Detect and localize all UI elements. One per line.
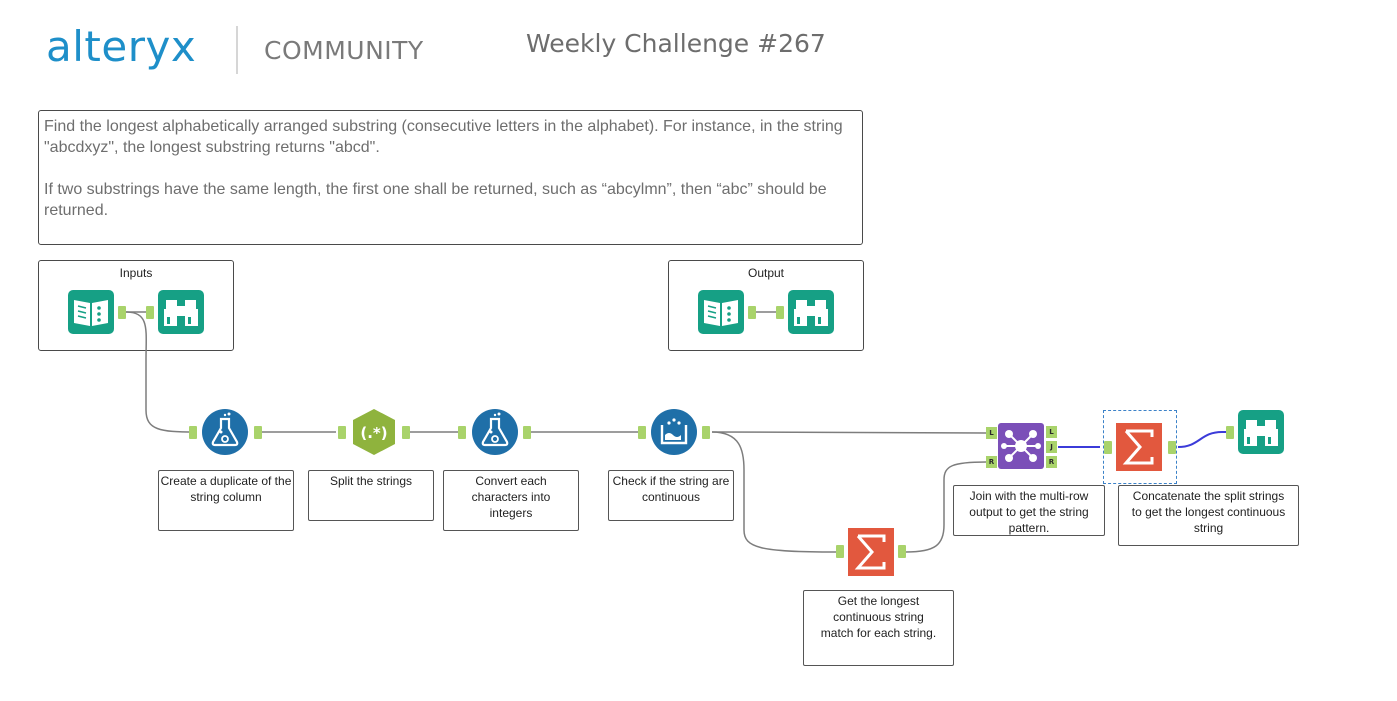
description-box: Find the longest alphabetically arranged…	[38, 110, 863, 245]
input-anchor[interactable]	[836, 545, 844, 558]
join-network-icon	[998, 423, 1044, 469]
output-anchor[interactable]	[118, 306, 126, 319]
input-anchor[interactable]	[638, 426, 646, 439]
multi-row-formula-tool[interactable]	[651, 409, 697, 455]
sigma-icon	[1116, 423, 1162, 471]
output-anchor[interactable]	[898, 545, 906, 558]
binoculars-icon	[788, 290, 834, 334]
output-anchor[interactable]	[523, 426, 531, 439]
regex-tool-split[interactable]: (.*)	[351, 408, 397, 456]
sigma-icon	[848, 528, 894, 576]
browse-tool-final[interactable]	[1238, 410, 1284, 454]
comment-convert[interactable]: Convert each characters into integers	[443, 470, 579, 531]
input-anchor[interactable]	[189, 426, 197, 439]
alteryx-logo: alteryx	[46, 22, 197, 71]
description-paragraph-2: If two substrings have the same length, …	[44, 181, 827, 219]
inputs-container[interactable]: Inputs	[38, 260, 234, 351]
logo-divider	[236, 26, 238, 74]
comment-longest[interactable]: Get the longest continuous string match …	[803, 590, 954, 666]
comment-join[interactable]: Join with the multi-row output to get th…	[953, 485, 1105, 536]
join-left-input-anchor[interactable]: L	[986, 427, 997, 439]
input-anchor[interactable]	[146, 306, 154, 319]
comment-concat[interactable]: Concatenate the split strings to get the…	[1118, 485, 1299, 546]
svg-text:(.*): (.*)	[360, 424, 387, 442]
output-anchor[interactable]	[402, 426, 410, 439]
input-data-tool[interactable]	[68, 290, 114, 334]
input-anchor[interactable]	[458, 426, 466, 439]
input-anchor[interactable]	[1226, 426, 1234, 439]
flask-icon	[472, 409, 518, 455]
wire-summarize-to-browse-selected	[1177, 431, 1228, 448]
output-container-title: Output	[747, 266, 785, 280]
book-icon	[68, 290, 114, 334]
multi-row-formula-icon	[651, 409, 697, 455]
community-label: COMMUNITY	[264, 36, 424, 65]
join-tool[interactable]	[998, 423, 1044, 469]
binoculars-icon	[158, 290, 204, 334]
inputs-container-title: Inputs	[119, 266, 153, 280]
wire-input-to-formula	[125, 311, 196, 433]
comment-duplicate[interactable]: Create a duplicate of the string column	[158, 470, 294, 531]
comment-split[interactable]: Split the strings	[308, 470, 434, 521]
input-anchor[interactable]	[776, 306, 784, 319]
formula-tool-convert[interactable]	[472, 409, 518, 455]
page-title: Weekly Challenge #267	[526, 29, 826, 58]
browse-tool-output[interactable]	[788, 290, 834, 334]
flask-icon	[202, 409, 248, 455]
summarize-tool-longest[interactable]	[848, 528, 894, 576]
description-paragraph-1: Find the longest alphabetically arranged…	[44, 118, 843, 156]
formula-tool-duplicate[interactable]	[202, 409, 248, 455]
output-container[interactable]: Output	[668, 260, 864, 351]
summarize-tool-concat[interactable]	[1116, 423, 1162, 471]
regex-icon: (.*)	[353, 409, 395, 455]
wire-multirow-to-summarize	[711, 431, 837, 553]
wire-summarize-to-join	[905, 461, 987, 553]
output-anchor[interactable]	[702, 426, 710, 439]
browse-tool-inputs[interactable]	[158, 290, 204, 334]
output-anchor[interactable]	[748, 306, 756, 319]
comment-check[interactable]: Check if the string are continuous	[608, 470, 734, 521]
join-right-input-anchor[interactable]: R	[986, 456, 997, 468]
join-join-output-anchor[interactable]: J	[1046, 441, 1057, 453]
input-data-tool-output[interactable]	[698, 290, 744, 334]
selection-box	[1103, 410, 1177, 484]
input-anchor[interactable]	[338, 426, 346, 439]
join-right-output-anchor[interactable]: R	[1046, 456, 1057, 468]
output-anchor[interactable]	[1168, 441, 1176, 454]
binoculars-icon	[1238, 410, 1284, 454]
output-anchor[interactable]	[254, 426, 262, 439]
input-anchor[interactable]	[1104, 441, 1112, 454]
wire-multirow-to-join	[711, 431, 987, 434]
join-left-output-anchor[interactable]: L	[1046, 426, 1057, 438]
book-icon	[698, 290, 744, 334]
